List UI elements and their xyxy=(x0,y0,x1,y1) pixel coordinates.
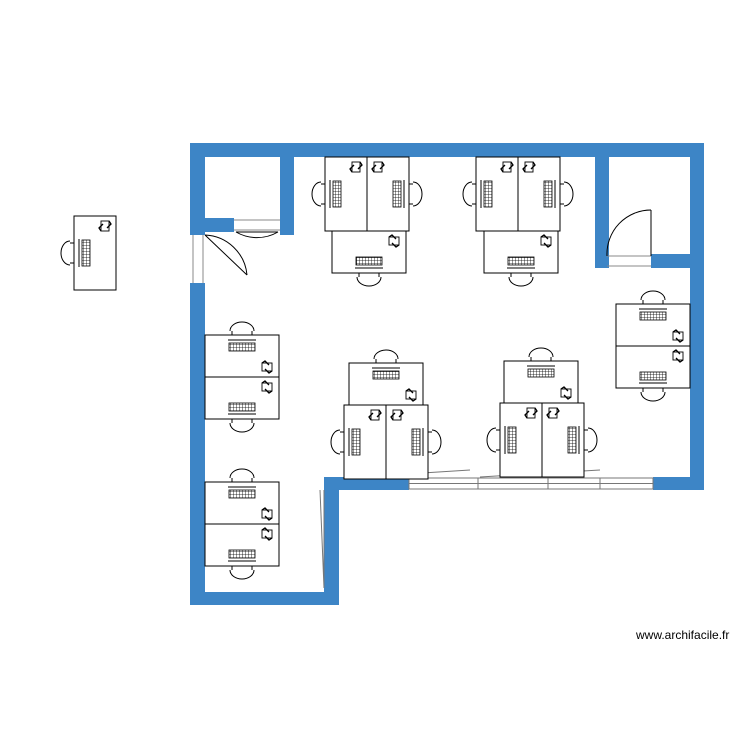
center-cluster-right-desk-3[interactable] xyxy=(541,402,598,478)
top-cluster-left-desk-3[interactable] xyxy=(331,230,407,287)
door-icon[interactable] xyxy=(192,234,248,283)
keyboard-icon xyxy=(228,549,256,559)
phone-icon xyxy=(500,161,514,173)
furniture xyxy=(60,156,691,580)
chair-icon xyxy=(229,565,255,580)
phone-icon xyxy=(672,349,684,363)
phone-icon xyxy=(368,409,382,421)
doors xyxy=(192,209,652,283)
wall-bottom-right xyxy=(653,477,704,490)
keyboard-icon xyxy=(411,428,421,456)
chair-icon xyxy=(559,181,574,207)
keyboard-icon xyxy=(527,368,555,378)
wall-bottom-left xyxy=(190,592,339,605)
chair-icon xyxy=(640,387,666,402)
wall-right xyxy=(690,143,704,490)
top-cluster-right-desk-3[interactable] xyxy=(483,230,559,287)
door-icon[interactable] xyxy=(606,209,652,267)
phone-icon xyxy=(371,161,385,173)
watermark: www.archifacile.fr xyxy=(636,628,730,642)
phone-icon xyxy=(261,360,273,374)
window-icon xyxy=(319,489,325,589)
chair-icon xyxy=(311,181,326,207)
keyboard-icon xyxy=(372,370,400,380)
phone-icon xyxy=(388,234,400,248)
wall-bottom-mid xyxy=(324,477,409,490)
chair-icon xyxy=(640,290,666,305)
chair-icon xyxy=(229,418,255,433)
keyboard-icon xyxy=(639,371,667,381)
chair-icon xyxy=(60,240,75,266)
keyboard-icon xyxy=(392,180,402,208)
closet-right-wall-bottom xyxy=(595,254,607,268)
closet-left-wall-right xyxy=(280,157,294,235)
right-wall-desk-1[interactable] xyxy=(615,290,691,347)
chair-icon xyxy=(486,427,501,453)
keyboard-icon xyxy=(355,256,383,266)
phone-icon xyxy=(261,507,273,521)
keyboard-icon xyxy=(543,180,553,208)
chair-icon xyxy=(229,321,255,336)
chair-icon xyxy=(229,468,255,483)
keyboard-icon xyxy=(332,180,342,208)
window-icon xyxy=(408,477,654,490)
phone-icon xyxy=(261,380,273,394)
closet-right-wall-left xyxy=(595,157,609,268)
keyboard-icon xyxy=(567,426,577,454)
right-wall-desk-2[interactable] xyxy=(615,345,691,402)
keyboard-icon xyxy=(507,426,517,454)
phone-icon xyxy=(98,220,112,232)
phone-icon xyxy=(349,161,363,173)
door-icon[interactable] xyxy=(234,219,280,239)
keyboard-icon xyxy=(228,489,256,499)
phone-icon xyxy=(522,161,536,173)
center-cluster-left-desk-1[interactable] xyxy=(348,349,424,406)
closet-left-wall-bottom xyxy=(190,218,234,232)
chair-icon xyxy=(462,181,477,207)
center-cluster-right-desk-2[interactable] xyxy=(486,402,543,478)
chair-icon xyxy=(408,181,423,207)
top-cluster-right-desk-2[interactable] xyxy=(517,156,574,232)
keyboard-icon xyxy=(351,428,361,456)
keyboard-icon xyxy=(639,311,667,321)
phone-icon xyxy=(672,329,684,343)
chair-icon xyxy=(330,429,345,455)
left-wall-desk-2[interactable] xyxy=(204,376,280,433)
closet-right-wall-bottom-r xyxy=(651,254,704,268)
top-cluster-right-desk-1[interactable] xyxy=(462,156,519,232)
center-cluster-left-desk-3[interactable] xyxy=(385,404,442,480)
loose-desk[interactable] xyxy=(60,215,117,291)
wall-left-lower xyxy=(190,283,205,605)
phone-icon xyxy=(560,386,572,400)
top-cluster-left-desk-2[interactable] xyxy=(366,156,423,232)
keyboard-icon xyxy=(507,256,535,266)
phone-icon xyxy=(524,407,538,419)
walls xyxy=(190,143,704,605)
chair-icon xyxy=(583,427,598,453)
keyboard-icon xyxy=(228,342,256,352)
top-cluster-left-desk-1[interactable] xyxy=(311,156,368,232)
keyboard-icon xyxy=(228,402,256,412)
keyboard-icon xyxy=(81,239,91,267)
chair-icon xyxy=(373,349,399,364)
chair-icon xyxy=(356,272,382,287)
left-wall-desk-4[interactable] xyxy=(204,523,280,580)
wall-inner-vertical xyxy=(324,477,339,605)
phone-icon xyxy=(540,234,552,248)
phone-icon xyxy=(405,388,417,402)
phone-icon xyxy=(390,409,404,421)
center-cluster-left-desk-2[interactable] xyxy=(330,404,387,480)
left-wall-desk-3[interactable] xyxy=(204,468,280,525)
wall-top xyxy=(190,143,704,157)
keyboard-icon xyxy=(483,180,493,208)
chair-icon xyxy=(528,347,554,362)
center-cluster-right-desk-1[interactable] xyxy=(503,347,579,404)
phone-icon xyxy=(261,527,273,541)
wall-left xyxy=(190,143,205,235)
phone-icon xyxy=(546,407,560,419)
chair-icon xyxy=(427,429,442,455)
chair-icon xyxy=(508,272,534,287)
left-wall-desk-1[interactable] xyxy=(204,321,280,378)
